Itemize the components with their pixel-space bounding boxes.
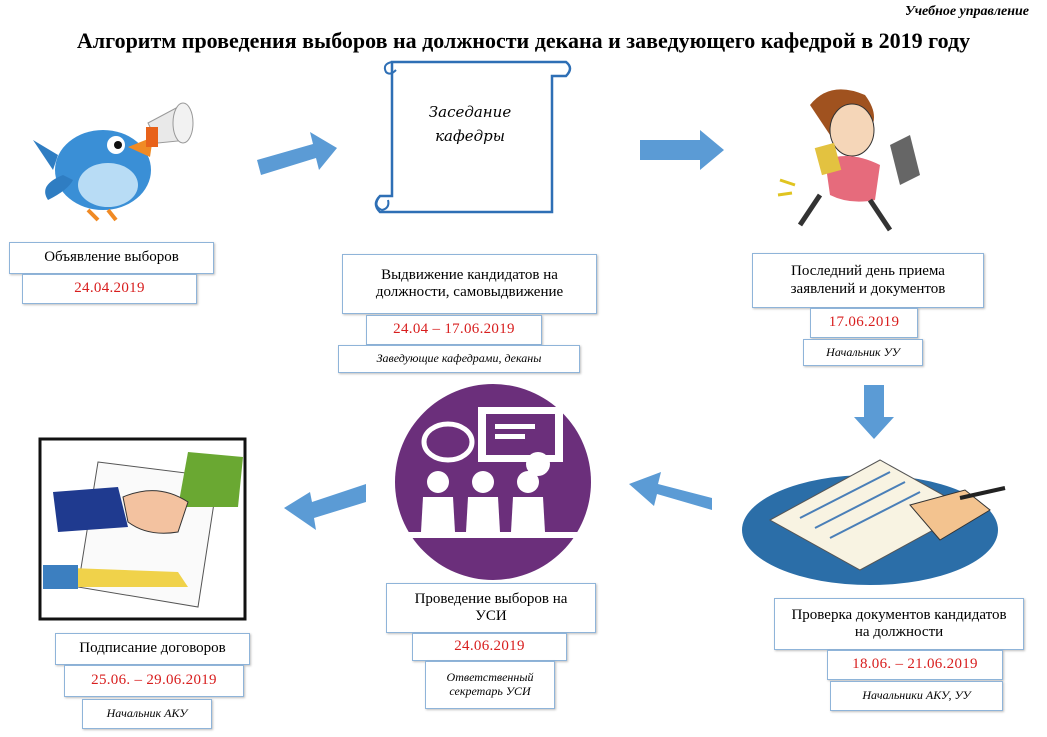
step-check-date: 18.06. – 21.06.2019 bbox=[827, 650, 1003, 680]
step-announcement-date: 24.04.2019 bbox=[22, 274, 197, 304]
page-title: Алгоритм проведения выборов на должности… bbox=[76, 28, 971, 53]
step-check-responsible: Начальники АКУ, УУ bbox=[830, 681, 1003, 711]
step-deadline-label: Последний день приема заявлений и докуме… bbox=[752, 253, 984, 308]
step-election-date: 24.06.2019 bbox=[412, 633, 567, 661]
step-contracts-label: Подписание договоров bbox=[55, 633, 250, 665]
signing-paper-icon bbox=[742, 459, 1006, 585]
handshake-contract-icon bbox=[38, 437, 247, 621]
step-nomination-label: Выдвижение кандидатов на должности, само… bbox=[342, 254, 597, 314]
running-woman-icon bbox=[777, 89, 920, 232]
arrow-3 bbox=[854, 385, 894, 439]
scroll-text: Заседание кафедры bbox=[428, 103, 512, 145]
arrow-5 bbox=[284, 484, 366, 530]
arrow-2 bbox=[640, 130, 724, 170]
step-contracts-date: 25.06. – 29.06.2019 bbox=[64, 665, 244, 697]
scroll-icon bbox=[374, 60, 572, 214]
step-deadline-date: 17.06.2019 bbox=[810, 308, 918, 338]
meeting-icon bbox=[395, 384, 591, 580]
step-deadline-responsible: Начальник УУ bbox=[803, 339, 923, 366]
step-announcement-label: Объявление выборов bbox=[9, 242, 214, 274]
step-check-label: Проверка документов кандидатов на должно… bbox=[774, 598, 1024, 650]
bird-megaphone-icon bbox=[33, 102, 194, 222]
step-nomination-responsible: Заведующие кафедрами, деканы bbox=[338, 345, 580, 373]
step-election-label: Проведение выборов на УСИ bbox=[386, 583, 596, 633]
step-election-responsible: Ответственный секретарь УСИ bbox=[425, 661, 555, 709]
arrow-1 bbox=[257, 132, 337, 175]
department-label: Учебное управление bbox=[904, 4, 1029, 19]
step-nomination-date: 24.04 – 17.06.2019 bbox=[366, 315, 542, 345]
arrow-4 bbox=[629, 472, 712, 510]
step-contracts-responsible: Начальник АКУ bbox=[82, 699, 212, 729]
